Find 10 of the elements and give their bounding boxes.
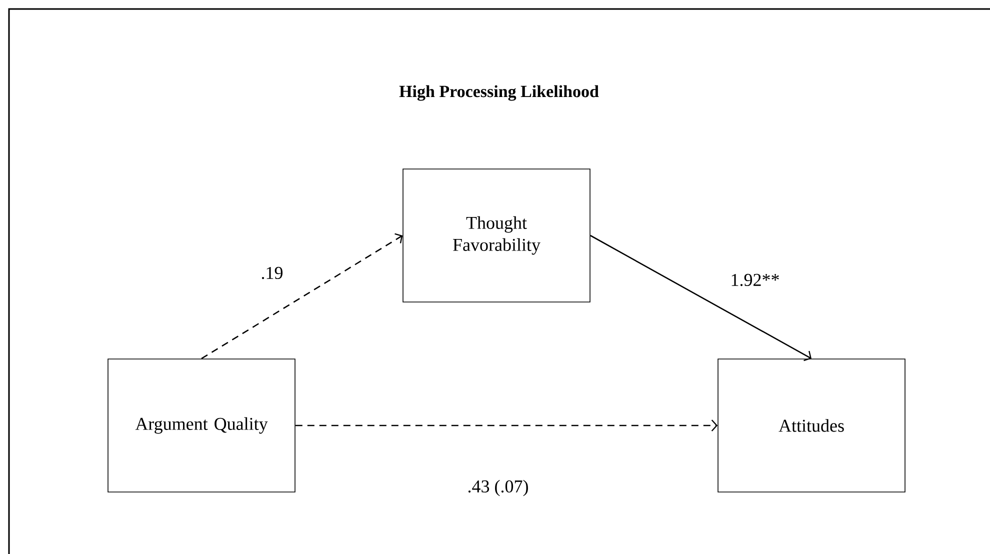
variable-box: Argument Quality [108,358,296,492]
edge-label: .19 [260,266,284,280]
arrow [590,234,812,362]
arrow [201,233,403,360]
variable-box: Thought Favorability [402,168,590,302]
edge-label: 1.92** [729,272,781,288]
arrow [295,420,718,432]
edge-label: .43 (.07) [466,478,530,498]
title: High Processing Likelihood [399,85,599,101]
variable-box: Attitudes [718,358,906,492]
